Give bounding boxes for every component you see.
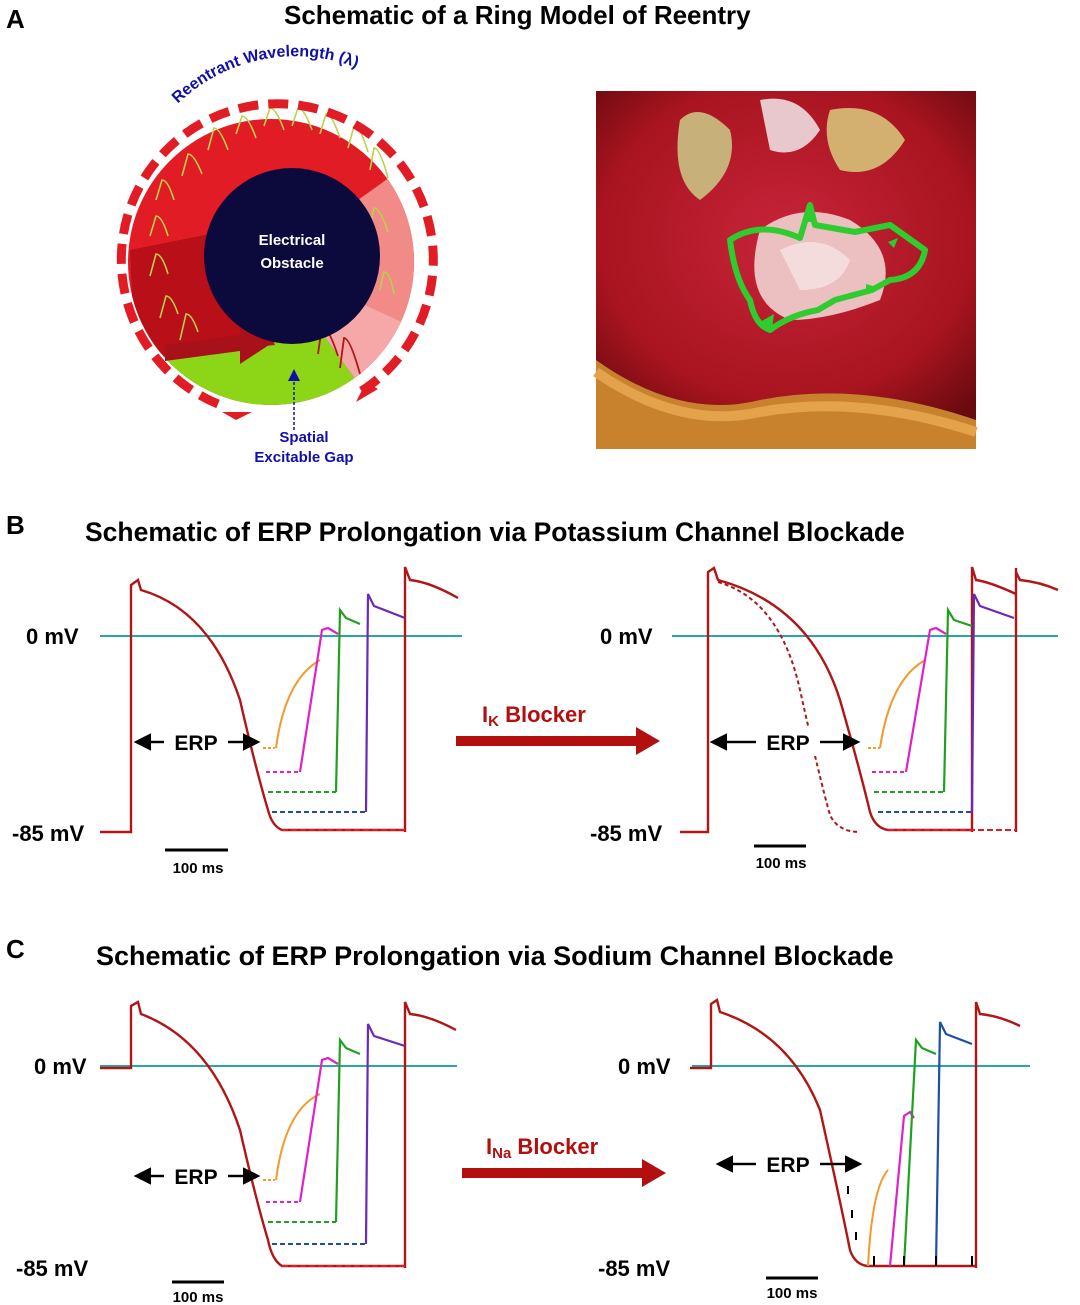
panel-c-title: Schematic of ERP Prolongation via Sodium… (96, 941, 894, 971)
minus85-mv-label-c-right: -85 mV (598, 1256, 670, 1281)
scale-bar-label-right: 100 ms (756, 855, 807, 872)
action-potential-trace-c (100, 1000, 405, 1268)
ik-blocker-label: IK Blocker (482, 702, 586, 730)
erp-label-c: ERP (174, 1166, 217, 1189)
panel-c-left-plot: ERP 100 ms 0 mV -85 mV (16, 1000, 457, 1305)
purple-premature-ap (364, 593, 406, 813)
action-potential-trace (100, 578, 405, 834)
panel-b-right-plot: ERP 100 ms 0 mV -85 mV (590, 566, 1059, 872)
zero-mv-label: 0 mV (26, 624, 79, 649)
magenta-premature-ap (298, 626, 339, 773)
action-potential-trace-c-right (690, 998, 976, 1268)
wavelength-dashed-ring (116, 99, 438, 409)
minus85-mv-label-right: -85 mV (590, 821, 662, 846)
control-action-potential-dashed (717, 581, 861, 833)
panel-b-left-plot: ERP 100 ms 0 mV -85 mV (12, 566, 462, 877)
ring-arrowhead-right (356, 382, 378, 402)
ring-arrowhead-left (222, 412, 252, 420)
zero-mv-label-right: 0 mV (600, 624, 653, 649)
orange-premature-ap (275, 659, 321, 749)
erp-label: ERP (174, 732, 217, 755)
prolonged-action-potential (680, 566, 972, 834)
zero-mv-label-c: 0 mV (34, 1054, 87, 1079)
panel-letter-a: A (6, 4, 25, 34)
panel-letter-c: C (6, 934, 25, 964)
panel-b-title: Schematic of ERP Prolongation via Potass… (85, 517, 905, 547)
propagation-arrow (165, 322, 272, 364)
ina-blocker-label: INa Blocker (486, 1134, 599, 1162)
obstacle-label-line2: Obstacle (260, 255, 323, 272)
gap-label-line2: Excitable Gap (254, 449, 353, 466)
ring-model: Electrical Obstacle Reentrant Wavelength… (116, 43, 438, 466)
tissue-photo (593, 91, 978, 449)
minus85-mv-label: -85 mV (12, 821, 84, 846)
panel-a-title: Schematic of a Ring Model of Reentry (284, 0, 751, 30)
obstacle-label-line1: Electrical (259, 232, 326, 249)
scale-bar-label-c-right: 100 ms (767, 1285, 818, 1302)
zero-mv-label-c-right: 0 mV (618, 1054, 671, 1079)
ik-blocker-arrow: IK Blocker (456, 702, 660, 755)
electrical-obstacle (204, 168, 380, 344)
wavelength-label: Reentrant Wavelength (λ) (169, 43, 361, 107)
next-action-potential (403, 566, 459, 832)
gap-label-line1: Spatial (279, 429, 328, 446)
minus85-mv-label-c: -85 mV (16, 1256, 88, 1281)
erp-label-right: ERP (766, 732, 809, 755)
scale-bar-label: 100 ms (173, 860, 224, 877)
ina-blocker-arrow: INa Blocker (462, 1134, 666, 1187)
scale-bar-label-c: 100 ms (173, 1289, 224, 1305)
panel-letter-b: B (6, 510, 25, 540)
green-premature-ap (334, 606, 361, 793)
panel-c-right-plot: ERP 100 ms 0 mV -85 mV (598, 998, 1030, 1302)
reentry-circuit (727, 202, 928, 333)
erp-label-c-right: ERP (766, 1154, 809, 1177)
